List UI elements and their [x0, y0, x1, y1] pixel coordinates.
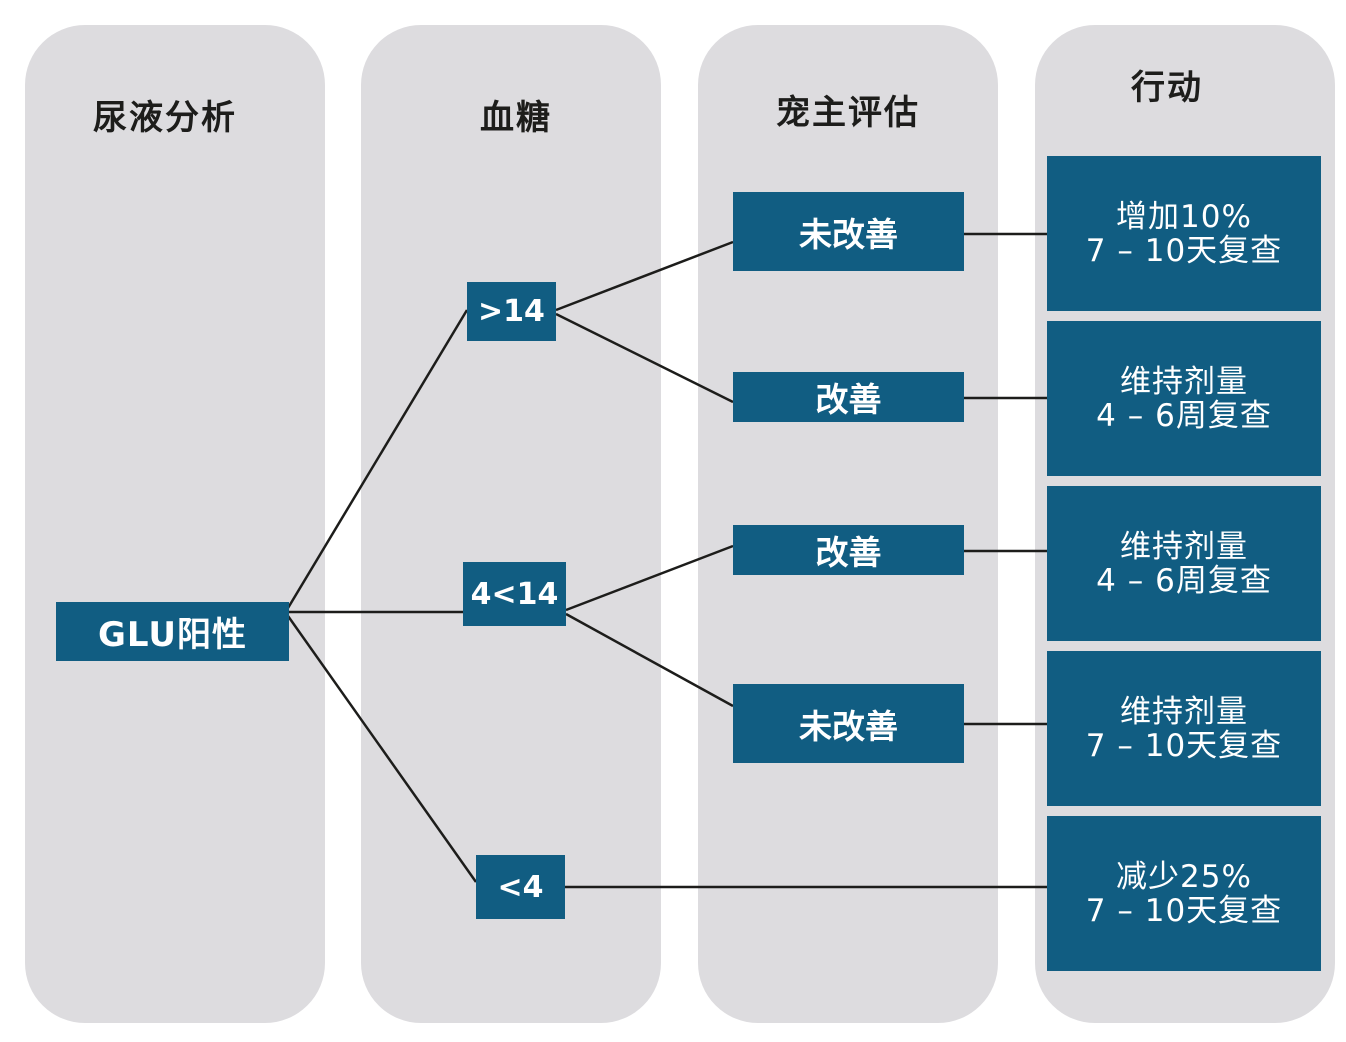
action-box-2: 维持剂量 4 – 6周复查	[1047, 321, 1321, 476]
column-title-host-assessment: 宠主评估	[776, 93, 920, 133]
action-box-3: 维持剂量 4 – 6周复查	[1047, 486, 1321, 641]
node-bg-mid: 4<14	[463, 562, 566, 626]
connector-glu-to-low	[286, 615, 478, 883]
action-4-line1: 维持剂量	[1120, 693, 1248, 730]
action-2-line1: 维持剂量	[1120, 363, 1248, 400]
column-urinalysis	[25, 25, 325, 1023]
node-bg-high: >14	[467, 282, 556, 341]
action-5-line2: 7 – 10天复查	[1085, 892, 1283, 929]
action-4-line2: 7 – 10天复查	[1085, 727, 1283, 764]
action-box-4: 维持剂量 7 – 10天复查	[1047, 651, 1321, 806]
action-3-line2: 4 – 6周复查	[1096, 562, 1272, 599]
action-1-line1: 增加10%	[1116, 198, 1252, 235]
node-assess-improved-1: 改善	[733, 372, 964, 422]
column-host-assessment	[698, 25, 998, 1023]
action-5-line1: 减少25%	[1116, 858, 1252, 895]
node-bg-low: <4	[476, 855, 565, 919]
column-title-urinalysis: 尿液分析	[93, 98, 237, 138]
action-1-line2: 7 – 10天复查	[1085, 232, 1283, 269]
connector-high-to-assess2	[555, 312, 734, 404]
action-box-1: 增加10% 7 – 10天复查	[1047, 156, 1321, 311]
node-assess-not-improved-1: 未改善	[733, 192, 964, 271]
connector-mid-to-assess3	[565, 544, 734, 612]
action-box-5: 减少25% 7 – 10天复查	[1047, 816, 1321, 971]
action-3-line1: 维持剂量	[1120, 528, 1248, 565]
action-2-line2: 4 – 6周复查	[1096, 397, 1272, 434]
node-glu-positive: GLU阳性	[56, 602, 289, 661]
node-assess-not-improved-2: 未改善	[733, 684, 964, 763]
connector-high-to-assess1	[555, 240, 734, 312]
connector-glu-to-high	[286, 309, 469, 609]
column-title-blood-glucose: 血糖	[480, 98, 552, 138]
column-title-action: 行动	[1131, 68, 1203, 108]
node-assess-improved-2: 改善	[733, 525, 964, 575]
connector-mid-to-assess4	[565, 612, 734, 708]
